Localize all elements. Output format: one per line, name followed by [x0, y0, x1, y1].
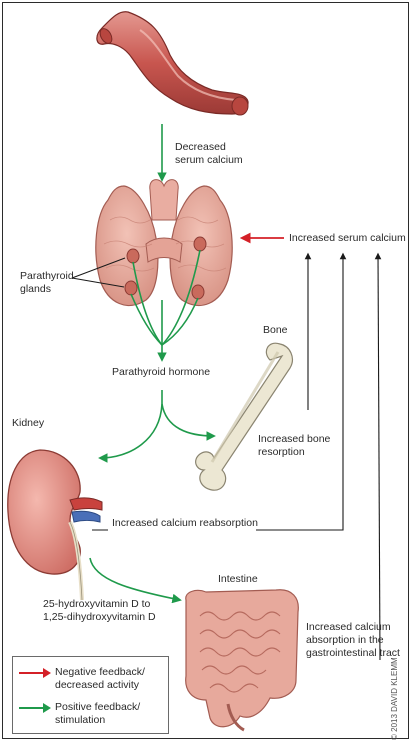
arrow-kidney-to-intestine: [89, 557, 182, 604]
legend-positive-text: Positive feedback/ stimulation: [55, 701, 141, 726]
label-kidney: Kidney: [12, 417, 45, 429]
label-parathyroid-hormone: Parathyroid hormone: [112, 366, 211, 378]
legend-red-arrow-icon: [19, 672, 47, 674]
label-intestine: Intestine: [218, 573, 258, 585]
label-increased-calcium-reabsorption: Increased calcium reabsorption: [112, 517, 258, 529]
parathyroid-gland-3: [193, 236, 207, 252]
kidney-illustration: [7, 449, 103, 601]
parathyroid-gland-1: [126, 248, 140, 264]
pth-branch-arrows: [98, 390, 216, 463]
label-increased-bone-resorption: Increased bone resorption: [258, 433, 331, 458]
intestine-illustration: [185, 589, 299, 732]
label-bone: Bone: [263, 324, 288, 336]
label-decreased-serum-calcium: Decreased serum calcium: [175, 141, 243, 166]
blood-vessel-illustration: [96, 11, 249, 116]
legend: Negative feedback/ decreased activity Po…: [12, 656, 169, 734]
thyroid-gland-illustration: [95, 179, 233, 307]
parathyroid-gland-2: [124, 280, 138, 296]
label-parathyroid-glands: Parathyroid glands: [20, 270, 74, 295]
parathyroid-pointer-lines: [71, 257, 126, 288]
legend-red-arrowhead-icon: [43, 668, 51, 678]
feedback-lines-to-serum-calcium: [256, 252, 382, 661]
parathyroid-gland-4: [191, 284, 205, 300]
legend-green-arrow-icon: [19, 707, 47, 709]
copyright-notice: © 2013 DAVID KLEMM: [390, 657, 399, 740]
legend-negative-text: Negative feedback/ decreased activity: [55, 666, 145, 691]
label-increased-serum-calcium: Increased serum calcium: [289, 232, 406, 244]
bone-illustration: [195, 342, 293, 491]
label-increased-calcium-absorption: Increased calcium absorption in the gast…: [306, 621, 400, 659]
label-vitamin-d-conversion: 25-hydroxyvitamin D to 1,25-dihydroxyvit…: [43, 598, 156, 623]
pth-release-lines: [130, 249, 201, 346]
legend-green-arrowhead-icon: [43, 703, 51, 713]
